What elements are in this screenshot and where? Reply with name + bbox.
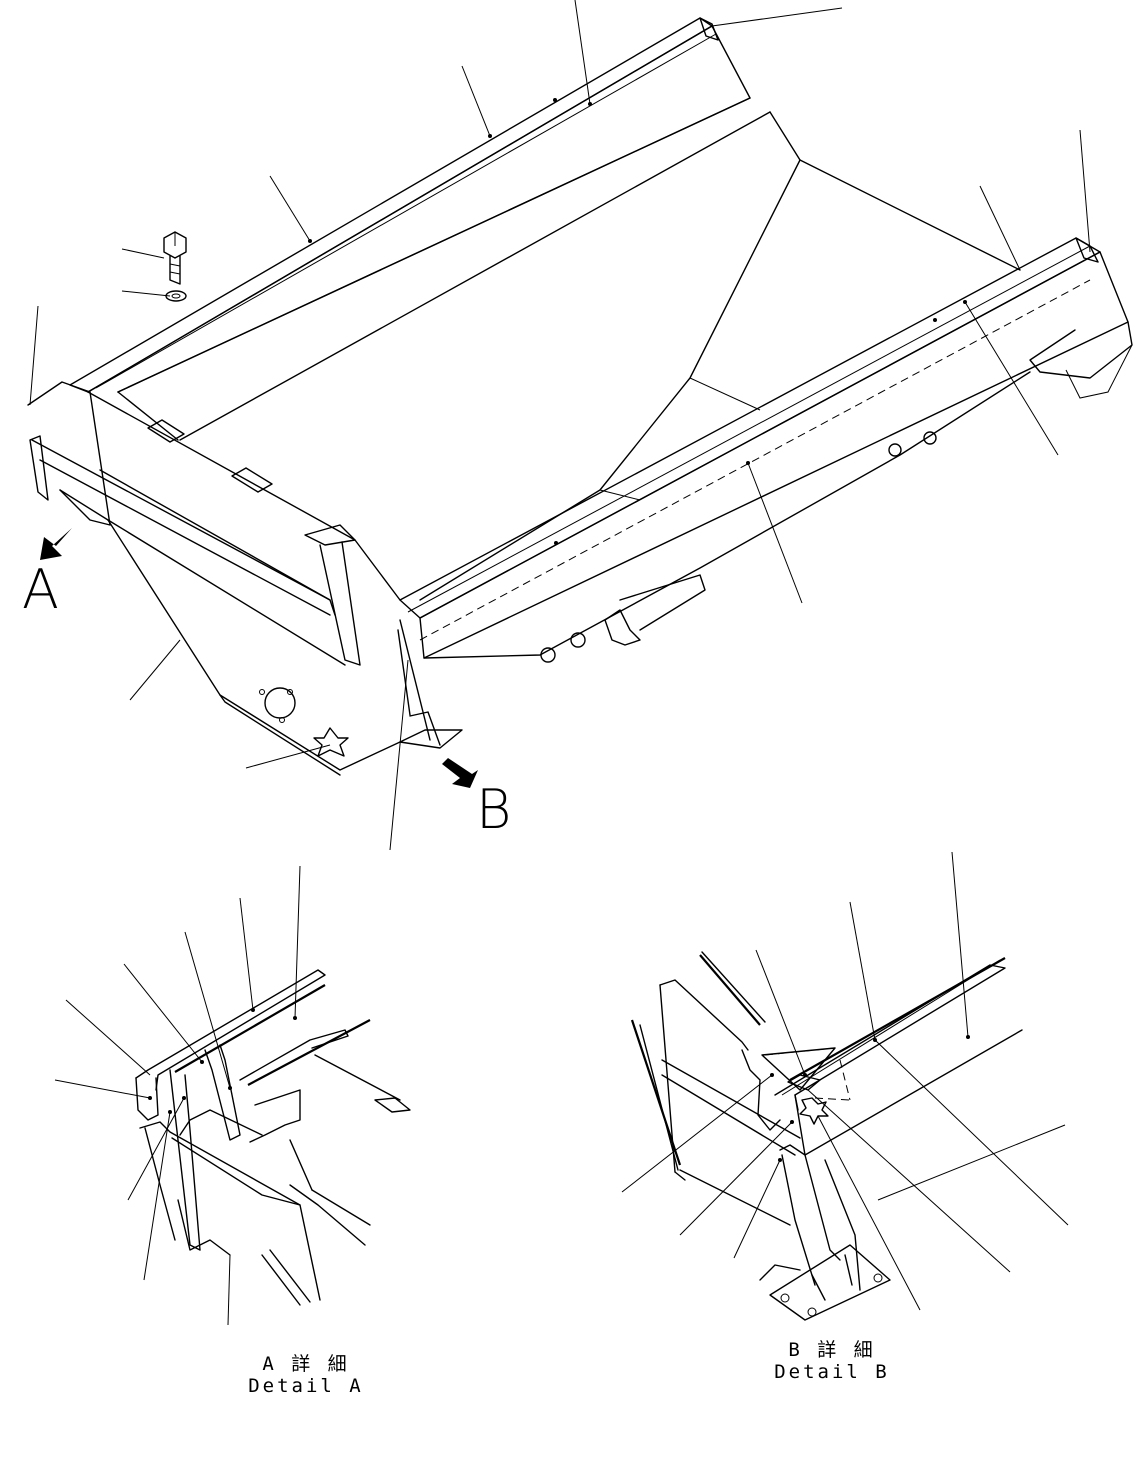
bolt-icon bbox=[163, 231, 187, 285]
view-b-label: B bbox=[476, 778, 512, 841]
detail-a-drawing bbox=[135, 969, 411, 1306]
view-arrow-icon bbox=[40, 528, 72, 560]
leader-lines-detail-a bbox=[54, 865, 301, 1326]
leader-lines-main bbox=[29, 0, 1091, 851]
detail-a-caption-jp: A 詳 細 bbox=[262, 1353, 350, 1375]
detail-b-caption-en: Detail B bbox=[774, 1361, 890, 1383]
view-arrow-icon bbox=[442, 758, 478, 788]
detail-a-caption-en: Detail A bbox=[248, 1375, 364, 1397]
dump-body bbox=[27, 17, 1133, 776]
detail-b-caption-jp: B 詳 細 bbox=[788, 1339, 876, 1361]
detail-b-caption: B 詳 細 Detail B bbox=[762, 1339, 902, 1383]
detail-b-drawing bbox=[630, 951, 1023, 1321]
view-a-label: A bbox=[22, 558, 59, 621]
detail-a-caption: A 詳 細 Detail A bbox=[236, 1353, 376, 1397]
leader-lines-detail-b bbox=[621, 851, 1069, 1311]
